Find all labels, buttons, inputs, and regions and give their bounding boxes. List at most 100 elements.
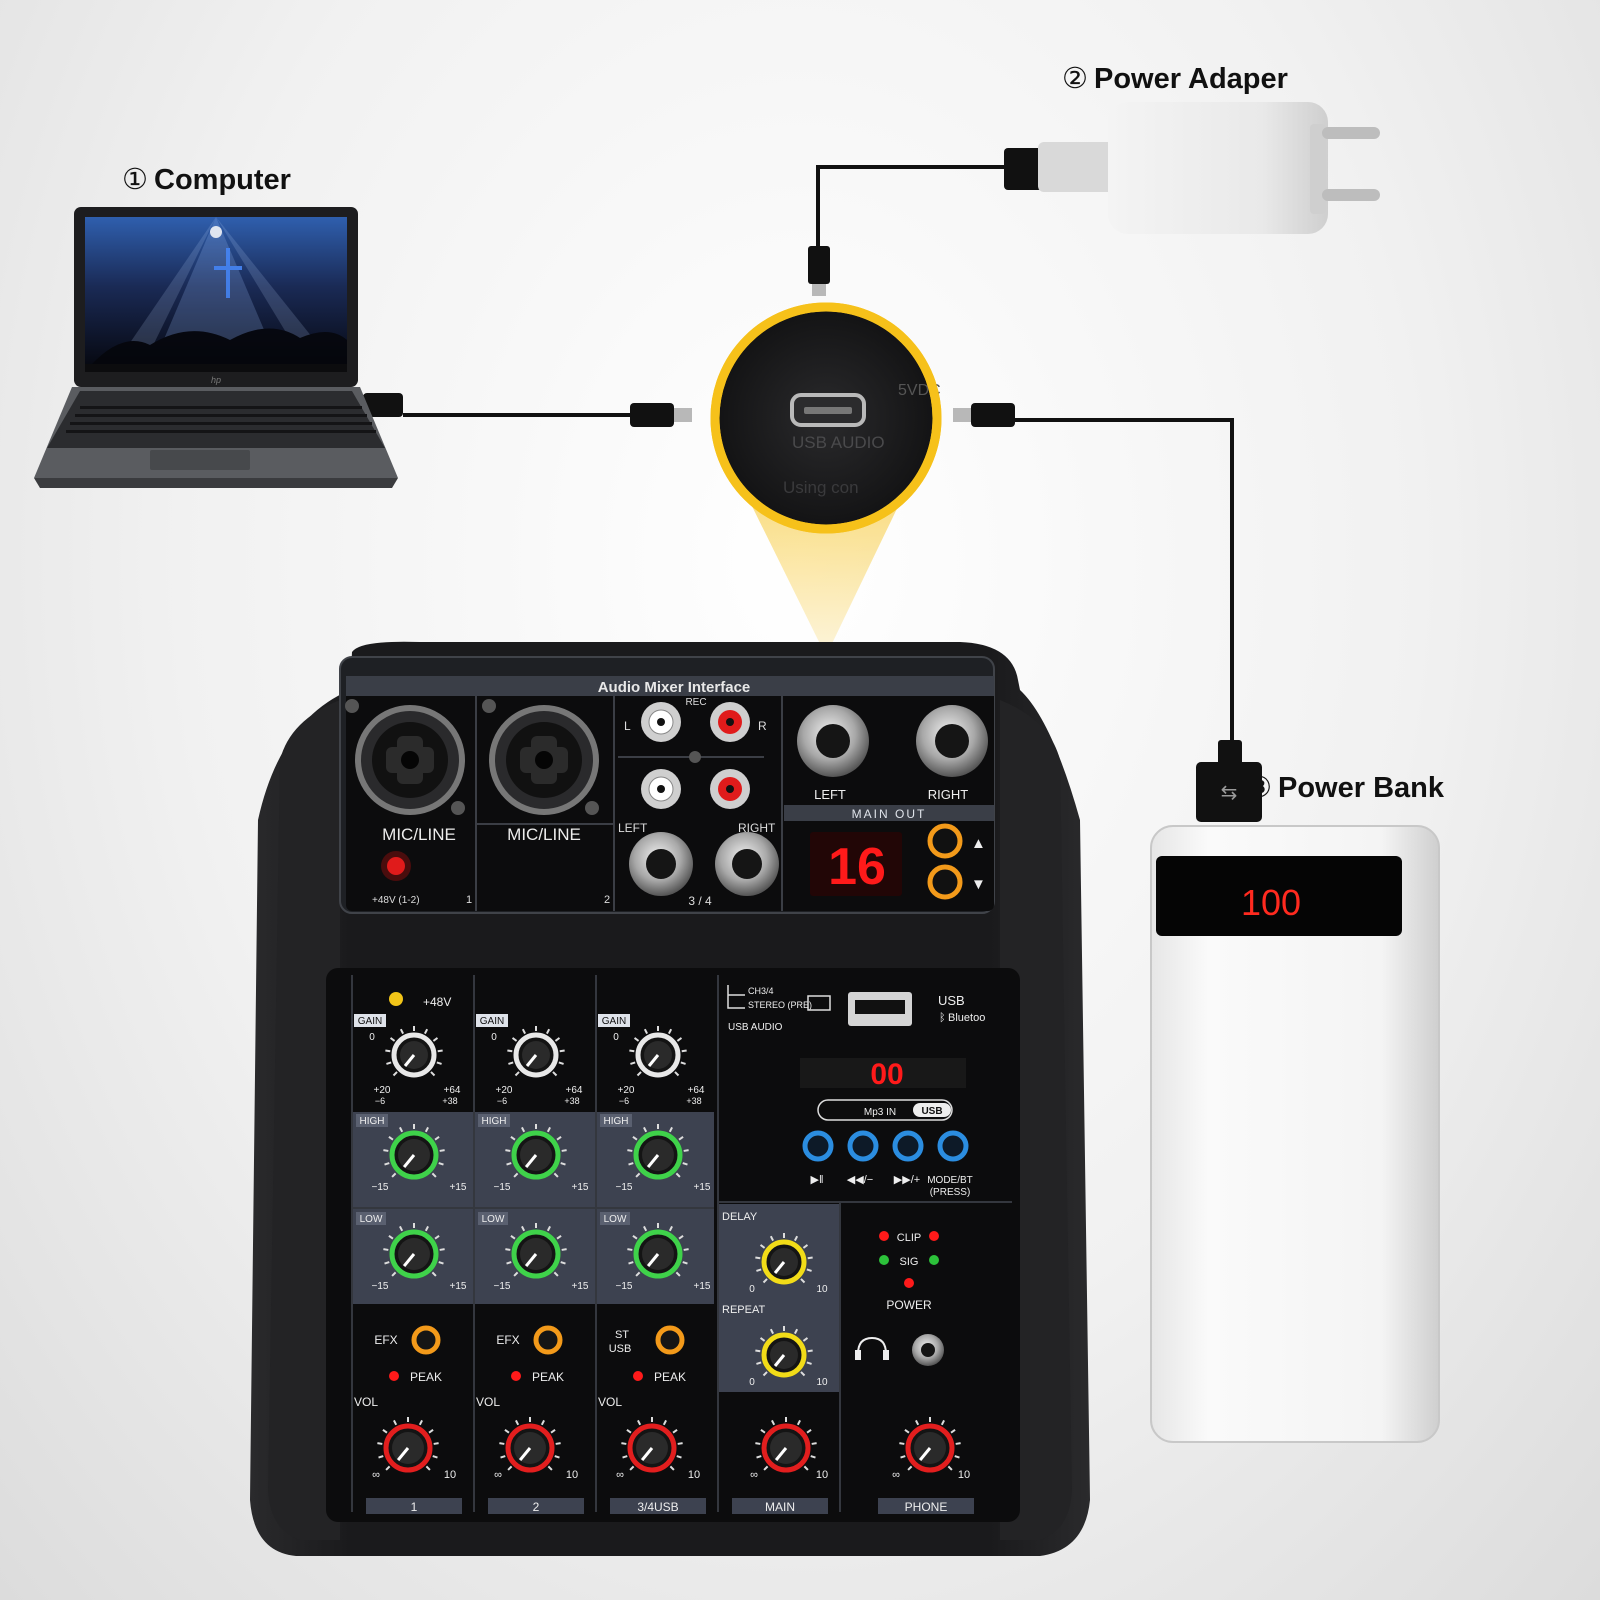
play-pause-button[interactable]: [802, 1130, 834, 1162]
phone-vol-max-label: 10: [958, 1469, 970, 1481]
gain-label: GAIN: [602, 1016, 626, 1027]
eq-max-label: +15: [694, 1281, 711, 1292]
xlr-combo-input-1[interactable]: [345, 699, 465, 815]
low-eq-knob-3[interactable]: [627, 1223, 689, 1279]
peak-led: [511, 1371, 521, 1381]
delay-max-label: 10: [816, 1284, 828, 1295]
eq-max-label: +15: [450, 1182, 467, 1193]
rca-rec-left[interactable]: [641, 702, 681, 742]
next-button[interactable]: [892, 1130, 924, 1162]
clip-led-left: [879, 1231, 889, 1241]
efx-knob-1[interactable]: [411, 1325, 441, 1355]
delay-knob[interactable]: [755, 1233, 813, 1285]
efx-knob-3[interactable]: [655, 1325, 685, 1355]
gain-plus20-label: +20: [496, 1085, 513, 1096]
usb-mode-stereo: STEREO (PRE): [748, 1000, 812, 1010]
callout-number: ①: [122, 164, 148, 196]
effect-up-button[interactable]: [927, 823, 963, 859]
xlr-combo-input-2[interactable]: [482, 699, 599, 815]
high-eq-knob-2[interactable]: [505, 1124, 567, 1180]
repeat-knob[interactable]: [755, 1326, 813, 1378]
efx-knob-2[interactable]: [533, 1325, 563, 1355]
clip-led-right: [929, 1231, 939, 1241]
low-label: LOW: [360, 1214, 383, 1225]
eq-max-label: +15: [694, 1182, 711, 1193]
prev-button[interactable]: [847, 1130, 879, 1162]
gain-plus20-label: +20: [618, 1085, 635, 1096]
main-out-right-label: RIGHT: [928, 787, 969, 802]
gain-knob-3[interactable]: [629, 1026, 687, 1078]
low-label: LOW: [482, 1214, 505, 1225]
zoom-usb-audio-label: USB AUDIO: [792, 433, 885, 452]
gain-min-label: 0: [491, 1032, 497, 1043]
rca-rec-right[interactable]: [710, 702, 750, 742]
high-label: HIGH: [360, 1116, 385, 1127]
high-eq-knob-3[interactable]: [627, 1124, 689, 1180]
jack-main-out-left[interactable]: [797, 705, 869, 777]
callout-label: Power Adaper: [1094, 63, 1288, 95]
laptop: hp: [34, 207, 398, 488]
vol-min-label: ∞: [494, 1469, 502, 1481]
usb-bt-label-1: USB: [938, 993, 965, 1008]
mp3-display-bg: [800, 1058, 966, 1088]
repeat-max-label: 10: [816, 1377, 828, 1388]
mp3-display: 00: [870, 1058, 903, 1091]
peak-led: [389, 1371, 399, 1381]
mode-bt-button[interactable]: [937, 1130, 969, 1162]
eq-max-label: +15: [572, 1182, 589, 1193]
low-eq-knob-2[interactable]: [505, 1223, 567, 1279]
vol-min-label: ∞: [616, 1469, 624, 1481]
usb-cable-adapter: [808, 148, 1042, 296]
rca-right-label: R: [758, 719, 767, 733]
vol-max-label: 10: [444, 1469, 456, 1481]
delay-label: DELAY: [722, 1211, 758, 1223]
power-bank-display: 100: [1241, 882, 1301, 923]
input-1-label: MIC/LINE: [382, 825, 456, 844]
jack-input-4[interactable]: [715, 832, 779, 896]
gain-minus6-label: −6: [375, 1096, 385, 1106]
gain-plus38-label: +38: [442, 1096, 457, 1106]
usb-cable-powerbank: ⇆: [953, 403, 1262, 822]
repeat-label: REPEAT: [722, 1304, 765, 1316]
phantom-led-indicator: [389, 992, 403, 1006]
peak-led: [633, 1371, 643, 1381]
main-volume-knob[interactable]: [755, 1417, 817, 1473]
jack-main-out-right[interactable]: [916, 705, 988, 777]
sig-label: SIG: [900, 1256, 919, 1268]
vol-max-label: 10: [688, 1469, 700, 1481]
phone-volume-knob[interactable]: [899, 1417, 961, 1473]
high-eq-knob-1[interactable]: [383, 1124, 445, 1180]
usb-port-zoom: 5VDC USB AUDIO Using con: [710, 302, 942, 534]
eq-min-label: −15: [494, 1182, 511, 1193]
gain-knob-2[interactable]: [507, 1026, 565, 1078]
rca-in-right[interactable]: [710, 769, 750, 809]
efx-label: EFX: [496, 1333, 519, 1347]
gain-plus64-label: +64: [444, 1085, 461, 1096]
volume-knob-1[interactable]: [377, 1417, 439, 1473]
phone-vol-min-label: ∞: [892, 1469, 900, 1481]
mode-bt-label-1: MODE/BT: [927, 1175, 973, 1186]
jack-input-3[interactable]: [629, 832, 693, 896]
effect-down-button[interactable]: [927, 864, 963, 900]
headphone-jack[interactable]: [912, 1334, 944, 1366]
rca-in-left[interactable]: [641, 769, 681, 809]
efx-label: EFX: [374, 1333, 397, 1347]
low-eq-knob-1[interactable]: [383, 1223, 445, 1279]
audio-mixer: Audio Mixer Interface MAIN OUT MIC/LINE …: [250, 641, 1090, 1556]
vol-label: VOL: [476, 1395, 500, 1409]
gain-knob-1[interactable]: [385, 1026, 443, 1078]
usb-audio-label: USB AUDIO: [728, 1022, 783, 1033]
mp3-source-frame: [817, 1099, 953, 1121]
eq-max-label: +15: [572, 1281, 589, 1292]
eq-min-label: −15: [616, 1281, 633, 1292]
input-34-label: 3 / 4: [688, 894, 712, 908]
channel-2-number: 2: [604, 894, 610, 906]
mp3-in-label: Mp3 IN: [864, 1107, 896, 1118]
next-label: ▶▶/+: [894, 1174, 920, 1186]
volume-knob-2[interactable]: [499, 1417, 561, 1473]
callout-label: Computer: [154, 164, 291, 196]
main-vol-max-label: 10: [816, 1469, 828, 1481]
headphone-icon: [857, 1336, 887, 1355]
volume-knob-3[interactable]: [621, 1417, 683, 1473]
